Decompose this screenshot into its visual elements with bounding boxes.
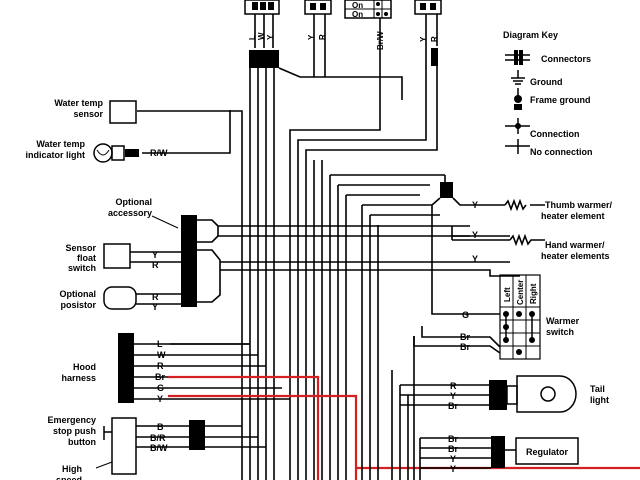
thumb-warmer-label-1: Thumb warmer/ [545, 200, 613, 210]
water-temp-sensor-label-2: sensor [73, 109, 103, 119]
high-speed-label-1: High [62, 464, 82, 474]
tc1-pin-l: L [248, 35, 257, 40]
estop-wire-bw: B/W [150, 443, 168, 453]
regulator-wire-y-1: Y [450, 454, 456, 464]
tail-light-wire-y: Y [450, 391, 456, 401]
optional-posistor: Optional posistor R Y [60, 286, 181, 312]
water-temp-sensor: Water temp sensor [54, 98, 137, 124]
emergency-stop-label-3: button [68, 437, 96, 447]
tail-light-wire-br: Br [448, 401, 458, 411]
sensor-float-label-3: switch [68, 263, 96, 273]
hand-warmer-label-2: heater elements [541, 251, 610, 261]
warmer-switch-header-right: Right [529, 283, 538, 304]
emergency-stop-label-1: Emergency [47, 415, 96, 425]
connection-icon [505, 118, 530, 134]
key-frame-ground-label: Frame ground [530, 95, 591, 105]
tc1-inline-connector [249, 50, 279, 68]
hood-harness-label-2: harness [61, 373, 96, 383]
optional-posistor-label-2: posistor [60, 300, 96, 310]
thumb-warmer-wire: Y [472, 200, 478, 210]
sensor-float-label-2: float [77, 253, 96, 263]
warmer-switch-wire-g: G [462, 310, 469, 320]
regulator-wire-y-2: Y [450, 464, 456, 474]
water-temp-light-label-2: indicator light [26, 150, 86, 160]
tc3-inline-connector [431, 48, 438, 66]
water-temp-light-label-1: Water temp [36, 139, 85, 149]
hand-warmer-wire-2: Y [472, 254, 478, 264]
tail-light-label-1: Tail [590, 384, 605, 394]
top-connector-2: Y R [304, 0, 332, 40]
posistor-wire-r: R [152, 292, 159, 302]
warmer-switch: Left Center Right Warmer switch G Br Br [413, 274, 580, 360]
high-speed: High speed [56, 464, 82, 480]
tc2-pin-y: Y [307, 34, 316, 40]
sensor-float-wire-y: Y [152, 250, 158, 260]
posistor-wire-y: Y [152, 302, 158, 312]
water-temp-sensor-label-1: Water temp [54, 98, 103, 108]
top-switch-row-2: On [352, 10, 363, 19]
tail-light-wire-r: R [450, 381, 457, 391]
key-no-connection-label: No connection [530, 147, 593, 157]
water-temp-light-wire: R/W [150, 148, 168, 158]
top-switch-row-1: On [352, 1, 363, 10]
key-connector-icon [505, 50, 530, 65]
tc1-pin-w: W [257, 32, 266, 40]
ground-icon [511, 70, 525, 85]
top-switch: On On Br/W [344, 0, 392, 50]
highlight-wire-br [168, 375, 320, 480]
key-connection-label: Connection [530, 129, 580, 139]
warmer-switch-wire-br-2: Br [460, 342, 470, 352]
regulator-wire-br-1: Br [448, 434, 458, 444]
estop-wire-b: B [157, 422, 164, 432]
hand-warmer-wire-1: Y [472, 230, 478, 240]
warmer-switch-wire-br-1: Br [460, 332, 470, 342]
regulator: Regulator Br Br Y Y [420, 434, 579, 474]
highlight-wire-y [168, 394, 358, 480]
sensor-float-label-1: Sensor [65, 243, 96, 253]
sensor-float-wire-r: R [152, 260, 159, 270]
high-speed-label-2: speed [56, 475, 82, 480]
optional-accessory-label-2: accessory [108, 208, 152, 218]
hand-warmer: Y Y Hand warmer/ heater elements [451, 226, 610, 277]
thumb-warmer-label-2: heater element [541, 211, 605, 221]
tc2-pin-r: R [318, 34, 327, 40]
optional-accessory: Optional accessory [108, 197, 470, 307]
water-temp-light: Water temp indicator light R/W [26, 139, 168, 163]
hood-harness-label-1: Hood [73, 362, 96, 372]
warmer-switch-label-2: switch [546, 327, 574, 337]
emergency-stop-label-2: stop push [53, 426, 96, 436]
optional-posistor-label-1: Optional [60, 289, 97, 299]
warmer-switch-header-left: Left [503, 287, 512, 302]
no-connection-icon [505, 139, 530, 154]
hood-harness: Hood harness L W R Br G Y [61, 333, 290, 404]
warmer-switch-label-1: Warmer [546, 316, 580, 326]
top-connector-3: Y R [414, 0, 442, 42]
regulator-label: Regulator [526, 447, 569, 457]
estop-wire-br: B/R [150, 433, 166, 443]
hand-warmer-label-1: Hand warmer/ [545, 240, 605, 250]
tail-light: Tail light R Y Br [400, 375, 609, 413]
diagram-key-title: Diagram Key [503, 30, 558, 40]
key-connectors-label: Connectors [541, 54, 591, 64]
tail-light-label-2: light [590, 395, 609, 405]
sensor-float-switch: Sensor float switch Y R [65, 243, 181, 273]
frame-ground-icon [514, 88, 522, 110]
tc1-pin-y: Y [266, 34, 275, 40]
emergency-stop-button: Emergency stop push button B B/R B/W [47, 415, 266, 475]
tc3-pin-r: R [430, 36, 439, 42]
key-ground-label: Ground [530, 77, 563, 87]
optional-accessory-label-1: Optional [116, 197, 153, 207]
top-connector-1: L W Y [244, 0, 280, 40]
diagram-key: Diagram Key Connectors Ground Frame grou… [503, 30, 593, 157]
warmer-switch-header-center: Center [516, 280, 525, 305]
tc3-pin-y: Y [419, 36, 428, 42]
regulator-wire-br-2: Br [448, 444, 458, 454]
